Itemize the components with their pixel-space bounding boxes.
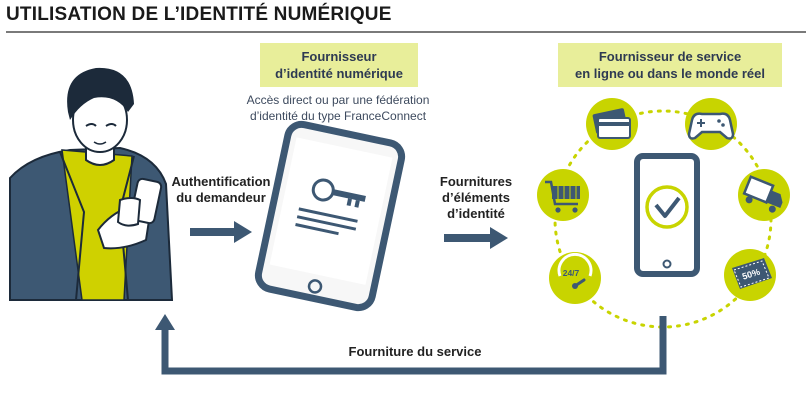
gamepad-icon: [685, 98, 737, 150]
arrow-auth: [190, 221, 252, 243]
id-phone: [254, 120, 406, 312]
step-authentication-line1: Authentification: [171, 174, 271, 189]
step-authentication: Authentification du demandeur: [166, 174, 276, 206]
discount-tag-icon: [724, 249, 776, 301]
title-divider: [6, 31, 806, 33]
step-supply-line3: d’identité: [447, 206, 505, 221]
clock-24-7-icon: [549, 252, 601, 304]
return-arrow: [155, 314, 667, 375]
identity-provider-desc-line1: Accès direct ou par une fédération: [246, 93, 430, 107]
page-title: UTILISATION DE L’IDENTITÉ NUMÉRIQUE: [6, 4, 392, 25]
step-identity-supply: Fournitures d’éléments d’identité: [430, 174, 522, 222]
step-supply-line2: d’éléments: [442, 190, 510, 205]
truck-icon: [738, 169, 790, 221]
identity-provider-desc-line2: d’identité du type FranceConnect: [249, 109, 427, 123]
identity-provider-label: Fournisseur d’identité numérique: [260, 43, 418, 87]
person-illustration: [9, 67, 174, 301]
badge-24-7-text: 24/7: [563, 268, 580, 278]
identity-provider-line1: Fournisseur: [301, 49, 377, 64]
service-provider-line1: Fournisseur de service: [598, 49, 742, 64]
step-authentication-line2: du demandeur: [176, 190, 266, 205]
identity-provider-line2: d’identité numérique: [275, 66, 403, 81]
shopping-cart-icon: [537, 169, 589, 221]
arrow-supply: [444, 227, 508, 249]
service-provider-label: Fournisseur de service en ligne ou dans …: [558, 43, 782, 87]
step-service-delivery: Fourniture du service: [330, 344, 500, 360]
credit-card-icon: [586, 98, 638, 150]
service-provider-line2: en ligne ou dans le monde réel: [575, 66, 765, 81]
service-phone: [634, 153, 700, 277]
step-supply-line1: Fournitures: [439, 174, 513, 189]
identity-provider-description: Accès direct ou par une fédération d’ide…: [218, 92, 458, 124]
